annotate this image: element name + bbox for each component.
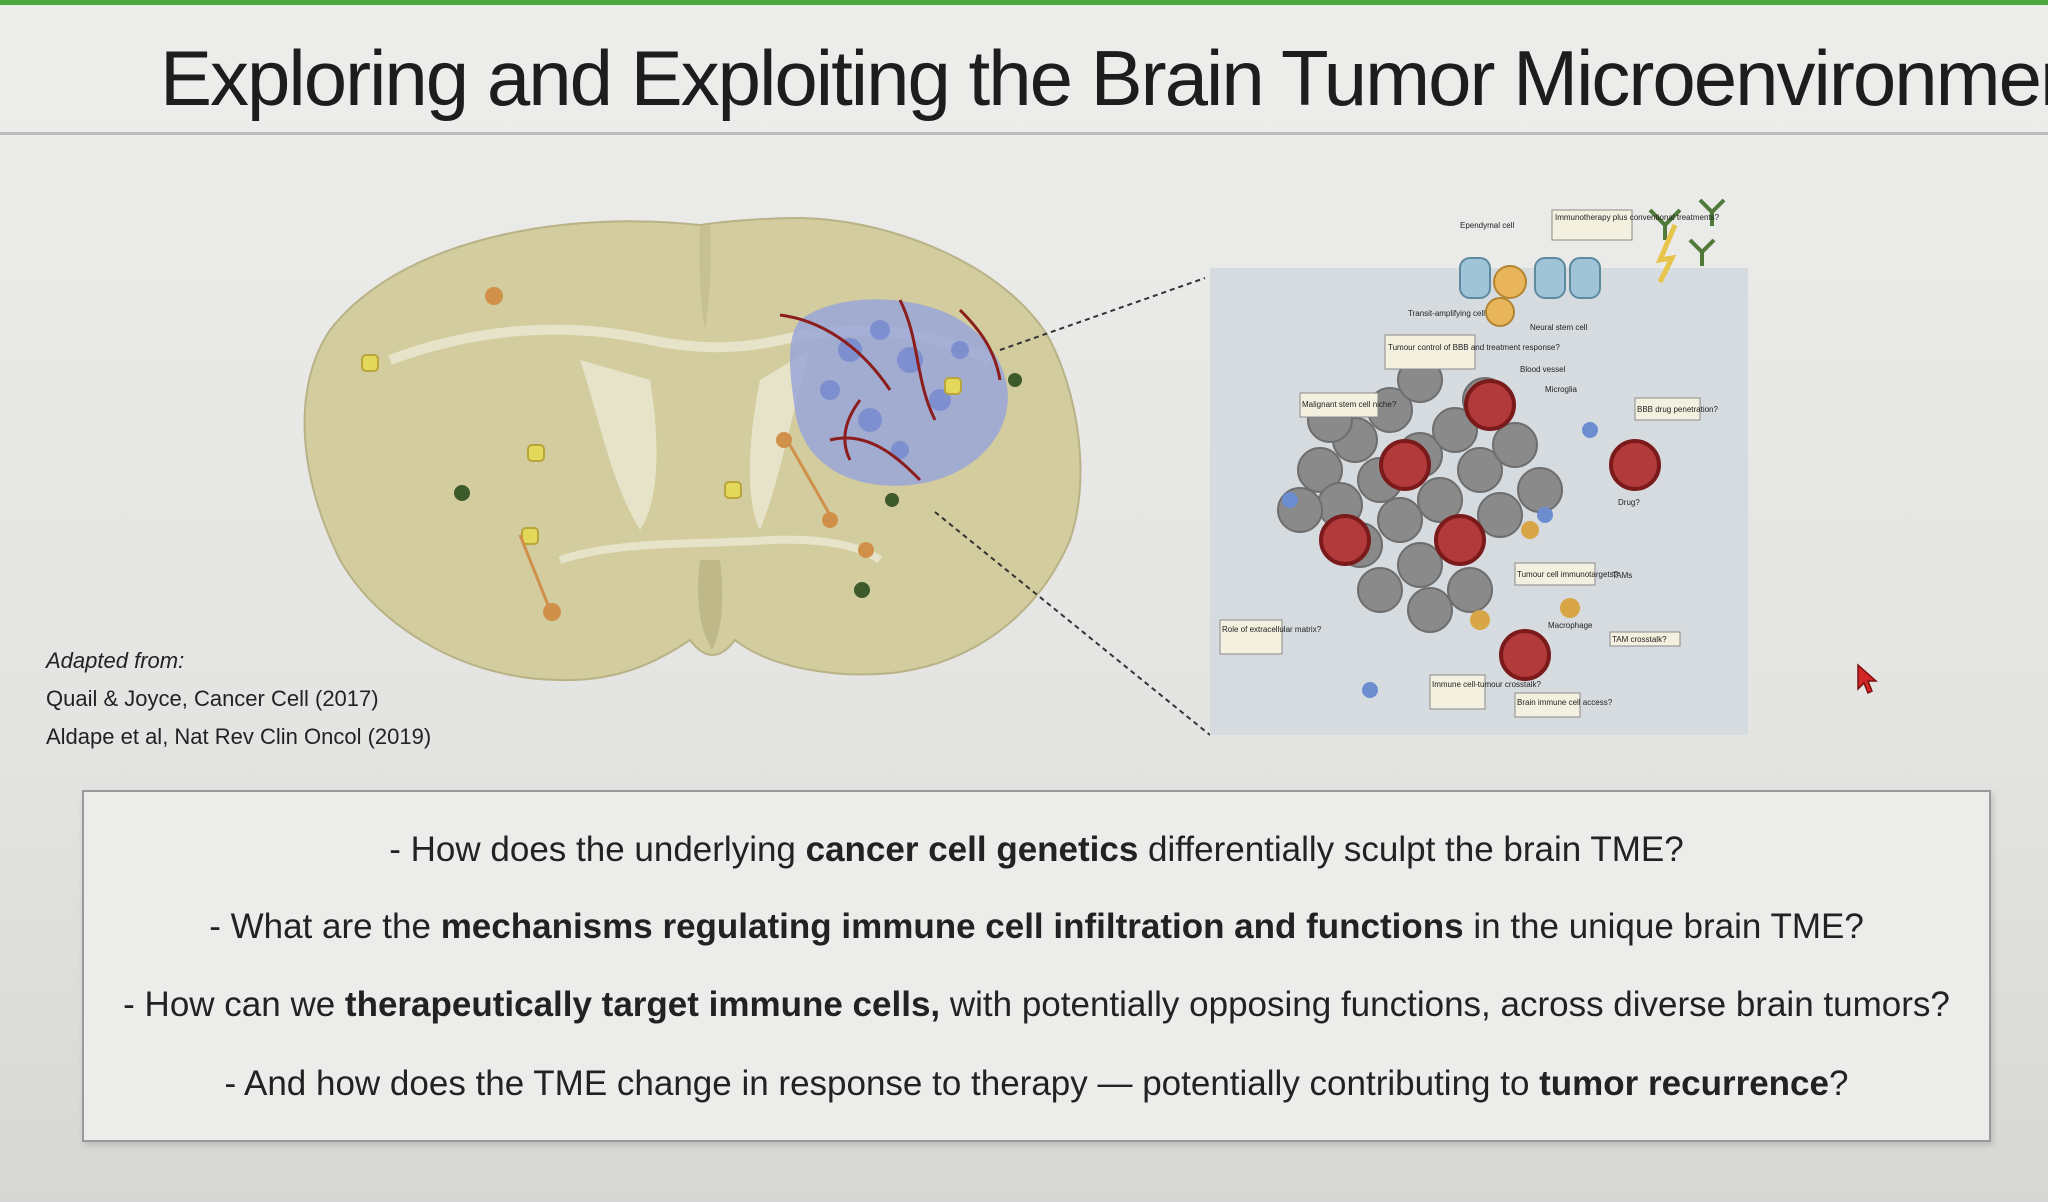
citation-block: Adapted from: Quail & Joyce, Cancer Cell…: [46, 642, 486, 756]
brain-section-illustration: [303, 216, 1082, 682]
accent-bar: [0, 0, 2048, 5]
title-divider: [0, 132, 2048, 135]
label-immunotherapy: Immunotherapy plus conventional treatmen…: [1555, 213, 1720, 222]
research-questions-box: - How does the underlying cancer cell ge…: [82, 790, 1991, 1142]
slide-title: Exploring and Exploiting the Brain Tumor…: [160, 34, 2048, 122]
label-ependymal: Ependymal cell: [1460, 221, 1514, 230]
label-malignant: Malignant stem cell niche?: [1302, 400, 1397, 409]
tme-figure: Ependymal cell Immunotherapy plus conven…: [303, 198, 1748, 736]
mouse-cursor-icon: [1857, 663, 1878, 695]
label-immune-crosstalk: Immune cell-tumour crosstalk?: [1432, 680, 1541, 689]
label-tumour-control: Tumour control of BBB and treatment resp…: [1388, 343, 1560, 352]
citation-ref-1: Quail & Joyce, Cancer Cell (2017): [46, 686, 379, 711]
label-brain-immune: Brain immune cell access?: [1517, 698, 1613, 707]
tme-inset-diagram: Ependymal cell Immunotherapy plus conven…: [1210, 198, 1748, 735]
label-tumour-cell: Tumour cell immunotargets?: [1517, 570, 1619, 579]
question-3: - How can we therapeutically target immu…: [123, 985, 1950, 1024]
label-drug: Drug?: [1618, 498, 1640, 507]
question-1: - How does the underlying cancer cell ge…: [389, 830, 1684, 869]
label-microglia: Microglia: [1545, 385, 1578, 394]
question-4: - And how does the TME change in respons…: [224, 1064, 1849, 1103]
label-bbb-drug: BBB drug penetration?: [1637, 405, 1718, 414]
label-neural-stem: Neural stem cell: [1530, 323, 1588, 332]
label-ecm: Role of extracellular matrix?: [1222, 625, 1322, 634]
citation-lead: Adapted from:: [46, 648, 185, 673]
label-blood-vessel: Blood vessel: [1520, 365, 1566, 374]
zoom-connector-top: [999, 277, 1206, 351]
citation-ref-2: Aldape et al, Nat Rev Clin Oncol (2019): [46, 724, 432, 749]
label-tams: TAMs: [1612, 571, 1632, 580]
label-tam-crosstalk: TAM crosstalk?: [1612, 635, 1667, 644]
question-2: - What are the mechanisms regulating imm…: [209, 907, 1864, 946]
label-transit: Transit-amplifying cell: [1408, 309, 1485, 318]
label-macrophage: Macrophage: [1548, 621, 1593, 630]
